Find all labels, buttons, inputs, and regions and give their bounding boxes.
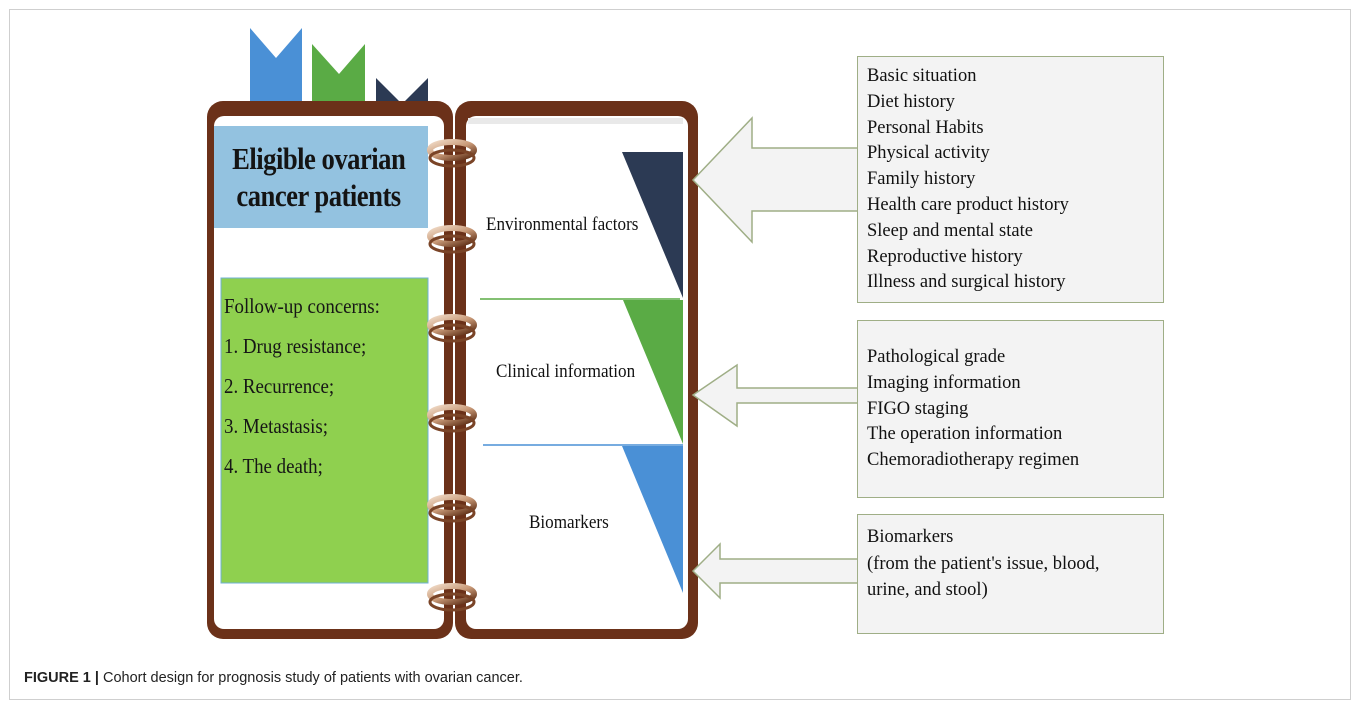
box-line: Diet history xyxy=(867,91,955,112)
ring-1 xyxy=(427,139,477,168)
followup-list: Follow-up concerns: 1. Drug resistance; … xyxy=(224,286,424,486)
clinical-box: Pathological grade Imaging information F… xyxy=(857,320,1164,498)
followup-heading: Follow-up concerns: xyxy=(224,294,380,318)
bookmark-blue-tab xyxy=(250,28,302,112)
box-line: Chemoradiotherapy regimen xyxy=(867,450,1080,471)
box-line: Illness and surgical history xyxy=(867,272,1066,293)
ring-3 xyxy=(427,314,477,343)
clinical-arrow xyxy=(691,363,859,428)
box-line: Basic situation xyxy=(867,66,977,86)
section-environmental-label: Environmental factors xyxy=(486,214,639,235)
ring-5 xyxy=(427,494,477,523)
box-line: The operation information xyxy=(867,424,1063,445)
box-line: FIGO staging xyxy=(867,398,969,419)
ring-6 xyxy=(427,583,477,612)
followup-item: 3. Metastasis; xyxy=(224,414,328,438)
title-box xyxy=(214,126,428,228)
section-clinical-label: Clinical information xyxy=(496,361,636,382)
box-line: Physical activity xyxy=(867,143,990,164)
biomarkers-box: Biomarkers (from the patient's issue, bl… xyxy=(857,514,1164,634)
box-line: (from the patient's issue, blood, xyxy=(867,553,1100,574)
ring-2 xyxy=(427,225,477,254)
ring-4 xyxy=(427,404,477,433)
environmental-triangle xyxy=(622,152,683,298)
caption-label: FIGURE 1 | xyxy=(24,670,99,686)
biomarkers-arrow xyxy=(691,542,859,600)
box-line: Biomarkers xyxy=(867,527,954,547)
followup-item: 1. Drug resistance; xyxy=(224,334,367,358)
followup-item: 4. The death; xyxy=(224,454,323,478)
figure-caption: FIGURE 1 | Cohort design for prognosis s… xyxy=(24,670,523,686)
clinical-triangle xyxy=(623,300,683,444)
bookmark-green-tab xyxy=(312,44,365,112)
box-line: Reproductive history xyxy=(867,246,1023,267)
followup-box xyxy=(220,277,429,584)
environmental-arrow xyxy=(691,116,859,244)
box-line: Personal Habits xyxy=(867,117,984,138)
box-line: Sleep and mental state xyxy=(867,220,1033,241)
box-line: Imaging information xyxy=(867,372,1021,393)
title-line-1: Eligible ovarian xyxy=(232,141,406,176)
section-biomarkers-label: Biomarkers xyxy=(529,512,609,533)
caption-text: Cohort design for prognosis study of pat… xyxy=(98,670,523,686)
box-line: urine, and stool) xyxy=(867,580,988,600)
page-title: Eligible ovarian cancer patients xyxy=(210,126,428,228)
followup-item: 2. Recurrence; xyxy=(224,374,335,398)
title-line-2: cancer patients xyxy=(236,178,402,213)
box-line: Pathological grade xyxy=(867,347,1006,367)
right-page xyxy=(466,116,688,629)
biomarkers-triangle xyxy=(622,446,683,593)
environmental-box: Basic situation Diet history Personal Ha… xyxy=(857,56,1164,303)
figure-frame xyxy=(9,9,1351,700)
box-line: Family history xyxy=(867,169,976,190)
box-line: Health care product history xyxy=(867,194,1069,215)
